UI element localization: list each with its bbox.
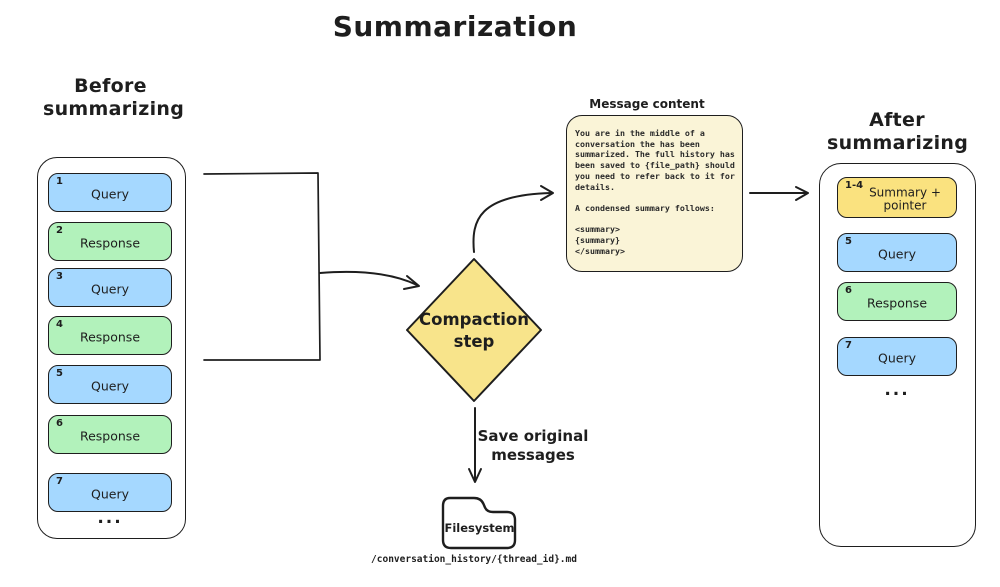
message-label: Query <box>91 377 129 393</box>
message-label: Response <box>79 328 141 344</box>
message-row: 6 Response <box>48 415 172 454</box>
message-row: 2 Response <box>48 222 172 261</box>
compaction-step-label: Compaction step <box>419 310 529 351</box>
messages-1-4-bracket <box>203 172 321 361</box>
after-ellipsis: ... <box>884 380 910 400</box>
message-label: Query <box>878 349 916 365</box>
save-original-messages-label: Save original messages <box>477 427 589 464</box>
message-label: Query <box>91 185 129 201</box>
message-label: Response <box>866 294 928 310</box>
message-row: 7 Query <box>837 337 957 376</box>
message-content-note <box>566 115 743 272</box>
message-label: Summary + pointer <box>869 185 941 213</box>
message-number: 1-4 <box>845 180 864 191</box>
message-content-body: You are in the middle of a conversation … <box>575 128 735 256</box>
message-row: 3 Query <box>48 268 172 307</box>
message-number: 5 <box>845 236 852 247</box>
message-number: 4 <box>56 319 63 330</box>
message-label: Query <box>91 280 129 296</box>
filesystem-label: Filesystem <box>444 521 515 535</box>
arrow-note-to-after <box>749 186 809 201</box>
message-row: 4 Response <box>48 316 172 355</box>
message-label: Query <box>91 485 129 501</box>
message-row: 5 Query <box>48 365 172 404</box>
after-summarizing-heading: After summarizing <box>827 109 969 154</box>
message-label: Response <box>79 234 141 250</box>
message-number: 6 <box>845 285 852 296</box>
message-number: 2 <box>56 225 63 236</box>
message-number: 5 <box>56 368 63 379</box>
message-row: 1 Query <box>48 173 172 212</box>
message-row: 7 Query <box>48 473 172 512</box>
filesystem-folder-icon <box>441 496 517 550</box>
message-number: 7 <box>845 340 852 351</box>
message-row: 1-4 Summary + pointer <box>837 177 957 218</box>
conversation-history-path: /conversation_history/{thread_id}.md <box>371 554 577 565</box>
diagram-title: Summarization <box>332 10 578 43</box>
message-number: 7 <box>56 476 63 487</box>
message-number: 6 <box>56 418 63 429</box>
before-ellipsis: ... <box>97 508 123 528</box>
message-number: 1 <box>56 176 63 187</box>
before-summarizing-heading: Before summarizing <box>43 75 185 120</box>
message-row: 6 Response <box>837 282 957 321</box>
message-content-label: Message content <box>589 97 705 111</box>
message-number: 3 <box>56 271 63 282</box>
arrow-compaction-to-filesystem <box>468 407 482 483</box>
arrow-compaction-to-note <box>472 185 554 253</box>
compaction-diamond <box>406 258 542 402</box>
arrow-bracket-to-compaction <box>319 270 420 290</box>
message-label: Query <box>878 245 916 261</box>
message-row: 5 Query <box>837 233 957 272</box>
message-label: Response <box>79 427 141 443</box>
